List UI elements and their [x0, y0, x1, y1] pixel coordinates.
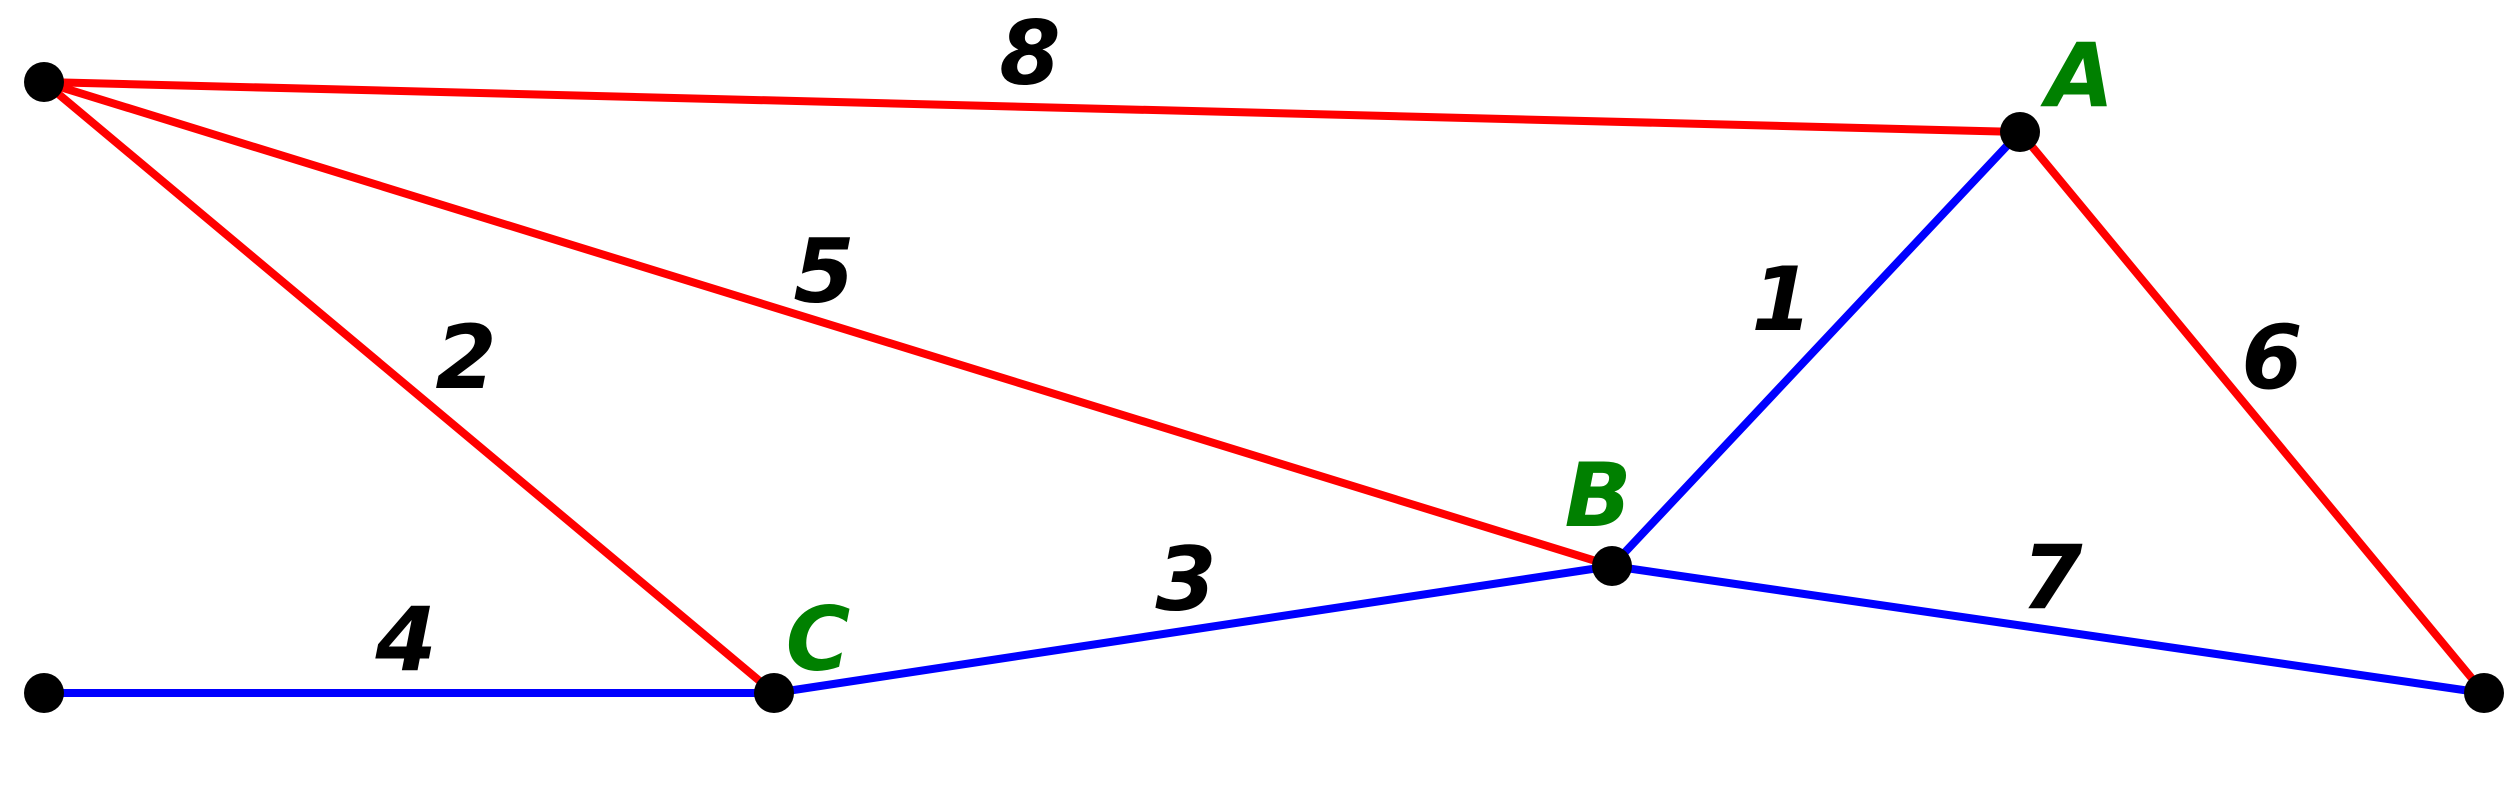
edge-weight-8: 8: [999, 2, 1060, 105]
edge-C-B: [770, 562, 1616, 697]
node-label-C: C: [786, 588, 851, 691]
edge-B-A: [1608, 128, 2024, 570]
node-label-A: A: [2040, 24, 2114, 127]
edges-layer: [40, 78, 2488, 697]
node-top-left: [24, 62, 64, 102]
edge-weight-7: 7: [2021, 526, 2083, 629]
edge-weight-5: 5: [793, 220, 854, 323]
node-label-B: B: [1564, 444, 1631, 547]
node-labels-layer: A B C: [786, 24, 2114, 691]
edge-weight-2: 2: [435, 306, 496, 409]
edge-top-left-B: [40, 78, 1616, 570]
edge-A-right: [2016, 128, 2488, 697]
node-B: [1592, 546, 1632, 586]
node-C: [754, 673, 794, 713]
edge-weight-3: 3: [1155, 528, 1216, 631]
edge-top-left-C: [40, 78, 778, 697]
edge-weight-1: 1: [1751, 248, 1812, 351]
nodes-layer: [24, 62, 2504, 713]
node-bottom-left: [24, 673, 64, 713]
edge-B-right: [1608, 562, 2488, 697]
edge-top-left-A: [40, 78, 2024, 136]
edge-weights-layer: 1 2 3 4 5 6 7 8: [374, 2, 2302, 691]
edge-weight-4: 4: [374, 588, 436, 691]
edge-weight-6: 6: [2241, 306, 2302, 409]
node-A: [2000, 112, 2040, 152]
node-right: [2464, 673, 2504, 713]
